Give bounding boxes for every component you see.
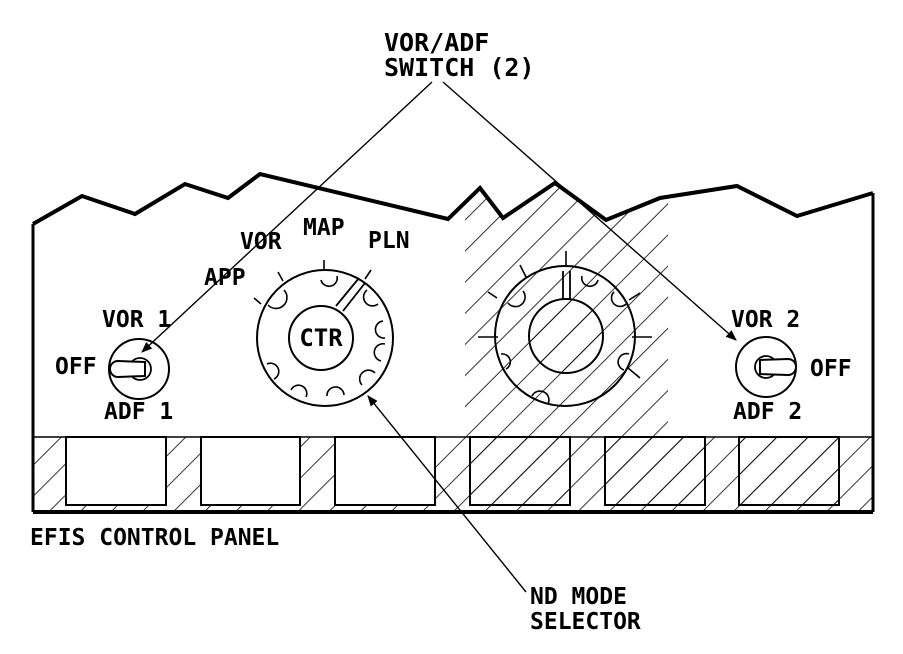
left-switch-adf-label: ADF 1 bbox=[104, 399, 173, 425]
mode-knob-ctr-label: CTR bbox=[299, 324, 343, 352]
right-knob-pointer bbox=[562, 271, 571, 300]
left-switch-off-label: OFF bbox=[55, 354, 97, 380]
panel-broken-top-edge bbox=[32, 171, 874, 226]
mode-knob-pointer bbox=[335, 277, 366, 312]
leader-lines bbox=[141, 81, 737, 593]
pushbutton-row bbox=[65, 436, 840, 506]
nd-mode-selector-callout-line2: SELECTOR bbox=[530, 609, 641, 635]
mode-position-ticks bbox=[253, 260, 372, 305]
panel-caption: EFIS CONTROL PANEL bbox=[30, 525, 279, 551]
pushbutton-6[interactable] bbox=[738, 436, 840, 506]
hatched-regions bbox=[33, 174, 873, 512]
vor-adf-switch-right[interactable] bbox=[735, 336, 797, 398]
vor-adf-leader-left bbox=[141, 81, 433, 353]
vor-adf-switch-callout-line1: VOR/ADF bbox=[384, 28, 489, 57]
mode-label-app: APP bbox=[204, 265, 246, 291]
pushbutton-1[interactable] bbox=[65, 436, 167, 506]
left-switch-lever bbox=[109, 359, 146, 379]
right-mode-selector-knob[interactable] bbox=[478, 251, 652, 407]
mode-label-map: MAP bbox=[303, 215, 345, 241]
right-knob-scallops bbox=[500, 275, 630, 405]
hatched-bottom-strip bbox=[33, 437, 873, 512]
vor-adf-switch-left[interactable] bbox=[108, 338, 170, 400]
left-switch-vor-label: VOR 1 bbox=[102, 307, 171, 333]
nd-mode-selector-knob[interactable] bbox=[253, 260, 394, 407]
nd-mode-selector-callout-line1: ND MODE bbox=[530, 584, 627, 610]
right-switch-off-label: OFF bbox=[810, 356, 852, 382]
right-switch-adf-label: ADF 2 bbox=[733, 399, 802, 425]
mode-label-pln: PLN bbox=[368, 228, 410, 254]
right-knob-center bbox=[528, 298, 604, 374]
mode-knob-center bbox=[288, 305, 354, 371]
pushbutton-3[interactable] bbox=[334, 436, 436, 506]
right-knob-ticks bbox=[478, 251, 652, 379]
pushbutton-2[interactable] bbox=[200, 436, 301, 506]
vor-adf-leader-right bbox=[442, 81, 737, 341]
right-switch-vor-label: VOR 2 bbox=[731, 307, 800, 333]
nd-mode-leader bbox=[367, 395, 527, 593]
right-switch-lever bbox=[759, 357, 797, 377]
pushbutton-5[interactable] bbox=[604, 436, 706, 506]
mode-label-vor: VOR bbox=[240, 229, 282, 255]
vor-adf-switch-callout-line2: SWITCH (2) bbox=[384, 53, 535, 82]
right-knob-outer-ring bbox=[494, 265, 636, 407]
mode-knob-scallops bbox=[266, 275, 386, 398]
pushbutton-4[interactable] bbox=[469, 436, 571, 506]
